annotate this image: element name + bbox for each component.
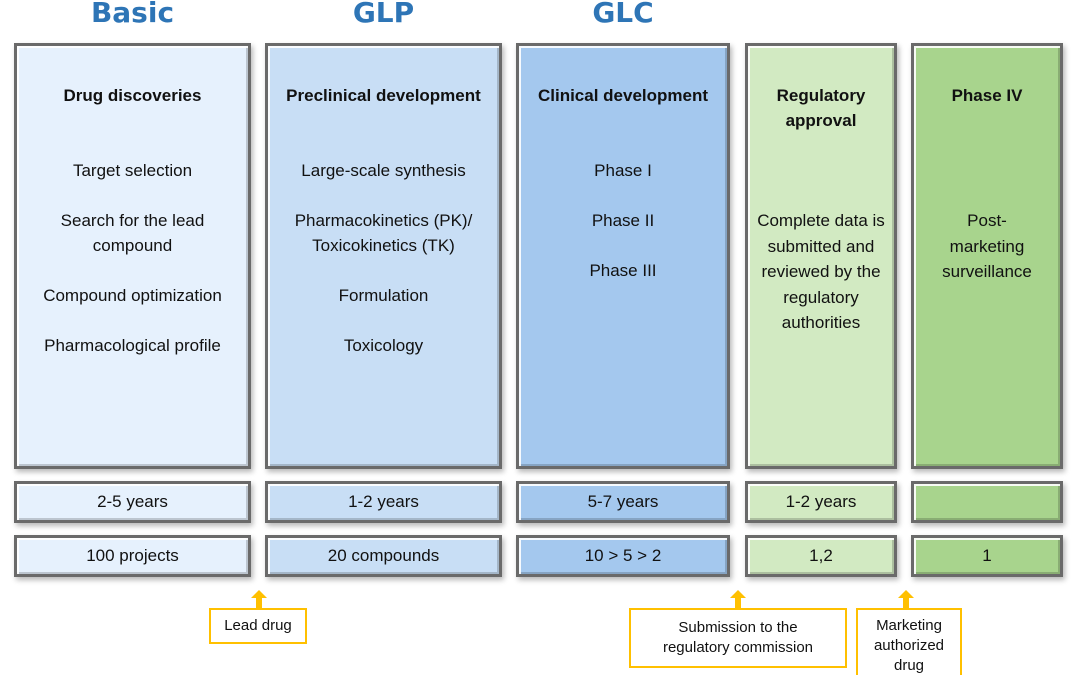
count-cell-phase-iv: 1 bbox=[911, 535, 1063, 577]
list-item: Phase II bbox=[591, 211, 655, 230]
header-glc: GLC bbox=[592, 0, 654, 29]
column-title: Regulatory approval bbox=[776, 86, 866, 130]
column-items: Target selection Search for the lead com… bbox=[21, 158, 244, 383]
arrow-stem bbox=[256, 598, 262, 608]
header-basic: Basic bbox=[90, 0, 175, 29]
count-cell-preclinical: 20 compounds bbox=[265, 535, 502, 577]
callout-submission: Submission to the regulatory commission bbox=[629, 608, 847, 668]
duration-cell-preclinical: 1-2 years bbox=[265, 481, 502, 523]
duration-text: 1-2 years bbox=[785, 492, 857, 511]
count-text: 100 projects bbox=[86, 546, 179, 565]
column-clinical-development: Clinical development Phase I Phase II Ph… bbox=[516, 43, 730, 469]
callout-marketing: Marketing authorized drug bbox=[856, 608, 962, 675]
column-title: Phase IV bbox=[951, 86, 1023, 105]
column-text: Complete data is submitted and reviewed … bbox=[757, 211, 885, 332]
callout-lead-drug: Lead drug bbox=[209, 608, 307, 644]
arrow-up-icon bbox=[730, 590, 746, 598]
duration-text: 5-7 years bbox=[587, 492, 659, 511]
count-cell-clinical: 10 > 5 > 2 bbox=[516, 535, 730, 577]
list-item: Formulation bbox=[338, 286, 429, 305]
list-item: Toxicology bbox=[343, 336, 424, 355]
duration-cell-regulatory: 1-2 years bbox=[745, 481, 897, 523]
arrow-stem bbox=[735, 598, 741, 608]
column-title: Preclinical development bbox=[286, 86, 481, 105]
duration-text: 2-5 years bbox=[97, 492, 168, 511]
list-item: Search for the lead compound bbox=[60, 211, 205, 255]
column-items: Phase I Phase II Phase III bbox=[523, 158, 723, 308]
duration-cell-drug-discoveries: 2-5 years bbox=[14, 481, 251, 523]
count-text: 20 compounds bbox=[327, 546, 440, 565]
list-item: Target selection bbox=[72, 161, 193, 180]
arrow-up-icon bbox=[251, 590, 267, 598]
list-item: Pharmacological profile bbox=[44, 336, 221, 355]
column-text: Post-marketing surveillance bbox=[942, 211, 1032, 281]
duration-cell-clinical: 5-7 years bbox=[516, 481, 730, 523]
list-item: Pharmacokinetics (PK)/ Toxicokinetics (T… bbox=[294, 211, 473, 255]
column-items: Large-scale synthesis Pharmacokinetics (… bbox=[272, 158, 495, 383]
duration-cell-phase-iv bbox=[911, 481, 1063, 523]
count-cell-regulatory: 1,2 bbox=[745, 535, 897, 577]
count-text: 10 > 5 > 2 bbox=[584, 546, 662, 565]
list-item: Large-scale synthesis bbox=[301, 161, 466, 180]
arrow-stem bbox=[903, 598, 909, 608]
duration-text bbox=[914, 484, 1060, 520]
arrow-up-icon bbox=[898, 590, 914, 598]
duration-text: 1-2 years bbox=[348, 492, 419, 511]
column-preclinical-development: Preclinical development Large-scale synt… bbox=[265, 43, 502, 469]
column-title: Drug discoveries bbox=[63, 86, 202, 105]
list-item: Phase I bbox=[594, 161, 652, 180]
header-glp: GLP bbox=[352, 0, 415, 29]
column-regulatory-approval: Regulatory approval Complete data is sub… bbox=[745, 43, 897, 469]
column-drug-discoveries: Drug discoveries Target selection Search… bbox=[14, 43, 251, 469]
list-item: Compound optimization bbox=[43, 286, 222, 305]
list-item: Phase III bbox=[589, 261, 657, 280]
count-text: 1 bbox=[982, 546, 992, 565]
column-title: Clinical development bbox=[537, 86, 709, 105]
column-phase-iv: Phase IV Post-marketing surveillance bbox=[911, 43, 1063, 469]
count-cell-drug-discoveries: 100 projects bbox=[14, 535, 251, 577]
count-text: 1,2 bbox=[809, 546, 833, 565]
